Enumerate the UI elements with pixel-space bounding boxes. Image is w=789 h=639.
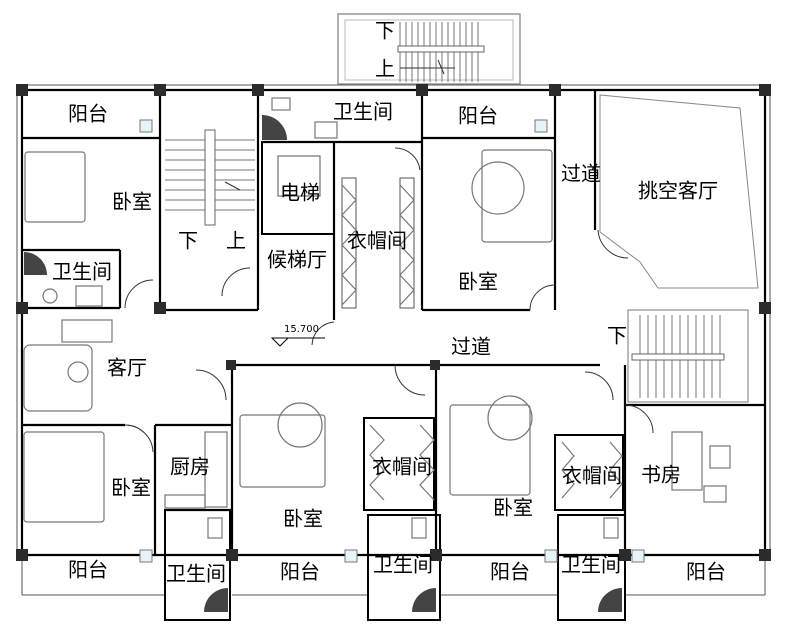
elevator-cab (277, 155, 321, 197)
columns (16, 84, 771, 561)
room-bedroom: 卧室 (283, 507, 323, 531)
room-bedroom: 卧室 (112, 190, 152, 214)
top-stair-tower: 下 上 (337, 13, 521, 85)
room-corridor: 过道 (561, 162, 601, 186)
furniture (23, 97, 731, 612)
room-closet: 衣帽间 (562, 464, 622, 488)
room-bathroom: 卫生间 (166, 562, 226, 586)
stair-up-label: 上 (226, 229, 246, 253)
room-balcony: 阳台 (686, 560, 726, 584)
outer-walls (16, 84, 771, 596)
room-bathroom: 卫生间 (333, 100, 393, 124)
elevation-marker: 15.700 (270, 324, 325, 347)
room-bedroom: 卧室 (493, 496, 533, 520)
room-balcony: 阳台 (68, 102, 108, 126)
stair-up-label: 上 (375, 57, 395, 81)
room-closet: 衣帽间 (347, 229, 407, 253)
room-bathroom: 卫生间 (373, 553, 433, 577)
interior-walls (22, 90, 765, 621)
room-corridor: 过道 (451, 335, 491, 359)
stair-down-label: 下 (607, 324, 627, 348)
room-study: 书房 (641, 463, 681, 487)
room-double-height-living: 挑空客厅 (638, 179, 718, 203)
room-balcony: 阳台 (490, 560, 530, 584)
room-elevator: 电梯 (280, 181, 320, 205)
room-balcony: 阳台 (68, 558, 108, 582)
room-bathroom: 卫生间 (561, 553, 621, 577)
room-balcony: 阳台 (280, 560, 320, 584)
void-outline (599, 94, 759, 289)
room-elevator-lobby: 候梯厅 (267, 248, 327, 272)
closet-shelves (341, 177, 623, 501)
stair-down-label: 下 (375, 19, 395, 43)
room-labels: 阳台 阳台 卫生间 卧室 电梯 衣帽间 候梯厅 卧室 过道 挑空客厅 卫生间 过… (52, 100, 726, 586)
room-kitchen: 厨房 (170, 455, 210, 479)
room-closet: 衣帽间 (372, 455, 432, 479)
room-living: 客厅 (107, 356, 147, 380)
core-stair: 下 上 (165, 129, 255, 253)
room-bedroom: 卧室 (111, 476, 151, 500)
room-bedroom: 卧室 (458, 270, 498, 294)
room-bathroom: 卫生间 (52, 260, 112, 284)
elevation-label: 15.700 (284, 324, 319, 335)
doors (124, 147, 654, 453)
right-stair: 下 (607, 309, 749, 403)
stair-down-label: 下 (178, 229, 198, 253)
room-balcony: 阳台 (458, 104, 498, 128)
